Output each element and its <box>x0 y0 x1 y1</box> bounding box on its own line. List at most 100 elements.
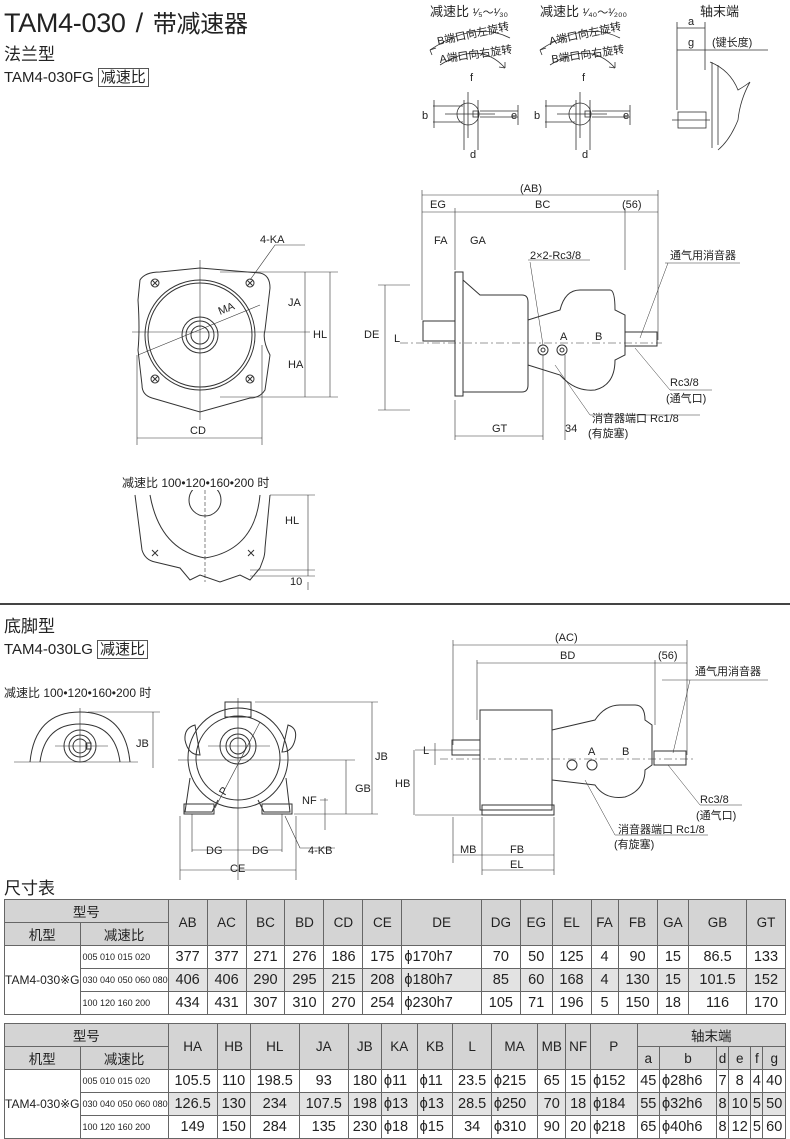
ratio-cell: 005 010 015 020 <box>79 945 169 969</box>
label-hl-bottom: HL <box>285 515 299 527</box>
column-header: KB <box>416 1023 454 1070</box>
rotation-diagram-left <box>429 30 519 150</box>
value-cell: ϕ184 <box>590 1092 638 1116</box>
value-cell: 126.5 <box>167 1092 218 1116</box>
ratio-cell: 030 040 050 060 080 <box>79 968 169 992</box>
column-header: NF <box>565 1023 592 1070</box>
label-el: EL <box>510 859 523 871</box>
column-header: FA <box>590 899 619 946</box>
value-cell: 18 <box>656 991 690 1015</box>
shaft-label-a: a <box>688 16 695 28</box>
flange-side-view: (AB) EG BC (56) FA GA 2×2-Rc3/8 通气用消音器 A… <box>400 183 740 440</box>
header-ratio: 减速比 <box>79 1046 169 1070</box>
label-ja: JA <box>288 297 302 309</box>
label-4-kb: 4-KB <box>308 845 332 857</box>
value-cell: 34 <box>452 1115 492 1139</box>
flange-ratio-box: 减速比 <box>97 68 149 87</box>
value-cell: 116 <box>688 991 747 1015</box>
section-divider <box>0 603 790 605</box>
value-cell: 110 <box>216 1069 251 1093</box>
value-cell: 130 <box>216 1092 251 1116</box>
value-cell: 149 <box>167 1115 218 1139</box>
label-silencer-port: 消音器端口 Rc1/8 <box>592 411 679 425</box>
value-cell: 18 <box>565 1092 592 1116</box>
value-cell: 170 <box>745 991 787 1015</box>
column-header: GB <box>688 899 747 946</box>
column-header: CE <box>362 899 403 946</box>
page-title: TAM4-030/带减速器 <box>4 4 248 39</box>
value-cell: 284 <box>249 1115 300 1139</box>
value-cell: 4 <box>750 1069 764 1093</box>
column-header: GA <box>656 899 690 946</box>
label-cd: CD <box>190 425 206 437</box>
value-cell: 55 <box>636 1092 661 1116</box>
label-bd: BD <box>560 650 575 662</box>
value-cell: 93 <box>298 1069 349 1093</box>
value-cell: 431 <box>206 991 247 1015</box>
column-header: CD <box>323 899 364 946</box>
value-cell: 406 <box>167 968 208 992</box>
value-cell: 15 <box>656 968 690 992</box>
value-cell: ϕ40h6 <box>659 1115 718 1139</box>
column-header: FB <box>617 899 658 946</box>
value-cell: 105 <box>480 991 521 1015</box>
label-fa: FA <box>434 235 448 247</box>
rotation-left-line1: B端口向左旋转 <box>436 19 511 48</box>
header-model: 机型 <box>4 922 81 946</box>
rotation-left-title: 减速比 ¹⁄₅～¹⁄₃₀ <box>430 4 508 19</box>
label-port-a-foot: A <box>588 746 596 758</box>
value-cell: ϕ13 <box>416 1092 454 1116</box>
shaft-column-header: a <box>636 1046 661 1070</box>
value-cell: 4 <box>590 945 619 969</box>
column-header: HL <box>249 1023 300 1070</box>
title-desc: 带减速器 <box>152 11 248 38</box>
label-plug: (有旋塞) <box>588 426 628 440</box>
value-cell: ϕ13 <box>380 1092 418 1116</box>
rotation-shaft-diagrams: 减速比 ¹⁄₅～¹⁄₃₀ B端口向左旋转 A端口向右旋转 减速比 ¹⁄₄₀～¹⁄… <box>422 4 768 161</box>
value-cell: ϕ230h7 <box>401 991 482 1015</box>
column-header: GT <box>745 899 787 946</box>
label-ce: CE <box>230 863 245 875</box>
value-cell: 307 <box>245 991 286 1015</box>
label-vent: (通气口) <box>666 391 706 405</box>
value-cell: 208 <box>362 968 403 992</box>
value-cell: 130 <box>617 968 658 992</box>
value-cell: ϕ18 <box>380 1115 418 1139</box>
label-dg-right: DG <box>252 845 269 857</box>
value-cell: 5 <box>750 1115 764 1139</box>
value-cell: 271 <box>245 945 286 969</box>
foot-small-variant: JB <box>14 708 160 768</box>
foot-front-view: P GB NF JB DG DG CE 4-KB <box>178 698 388 880</box>
column-header: EL <box>551 899 592 946</box>
label-56-foot: (56) <box>658 650 678 662</box>
column-header: AC <box>206 899 247 946</box>
model-cell: TAM4-030※G <box>4 945 81 1015</box>
column-header: DG <box>480 899 521 946</box>
ratio-cell: 100 120 160 200 <box>79 991 169 1015</box>
column-header: KA <box>380 1023 418 1070</box>
value-cell: 8 <box>716 1115 729 1139</box>
value-cell: 186 <box>323 945 364 969</box>
value-cell: 65 <box>537 1069 567 1093</box>
shaft-end-diagram <box>672 22 768 151</box>
shaft-column-header: f <box>750 1046 764 1070</box>
label-gt: GT <box>492 423 508 435</box>
column-header: P <box>590 1023 638 1070</box>
column-header: JB <box>347 1023 382 1070</box>
title-slash: / <box>135 8 144 38</box>
value-cell: 434 <box>167 991 208 1015</box>
flange-model: TAM4-030FG <box>4 69 94 86</box>
value-cell: ϕ32h6 <box>659 1092 718 1116</box>
value-cell: 377 <box>167 945 208 969</box>
label-rc38: Rc3/8 <box>670 377 699 389</box>
label-silencer-port-foot: 消音器端口 Rc1/8 <box>618 822 705 836</box>
value-cell: 101.5 <box>688 968 747 992</box>
header-ratio: 减速比 <box>79 922 169 946</box>
label-port-b: B <box>595 331 602 343</box>
